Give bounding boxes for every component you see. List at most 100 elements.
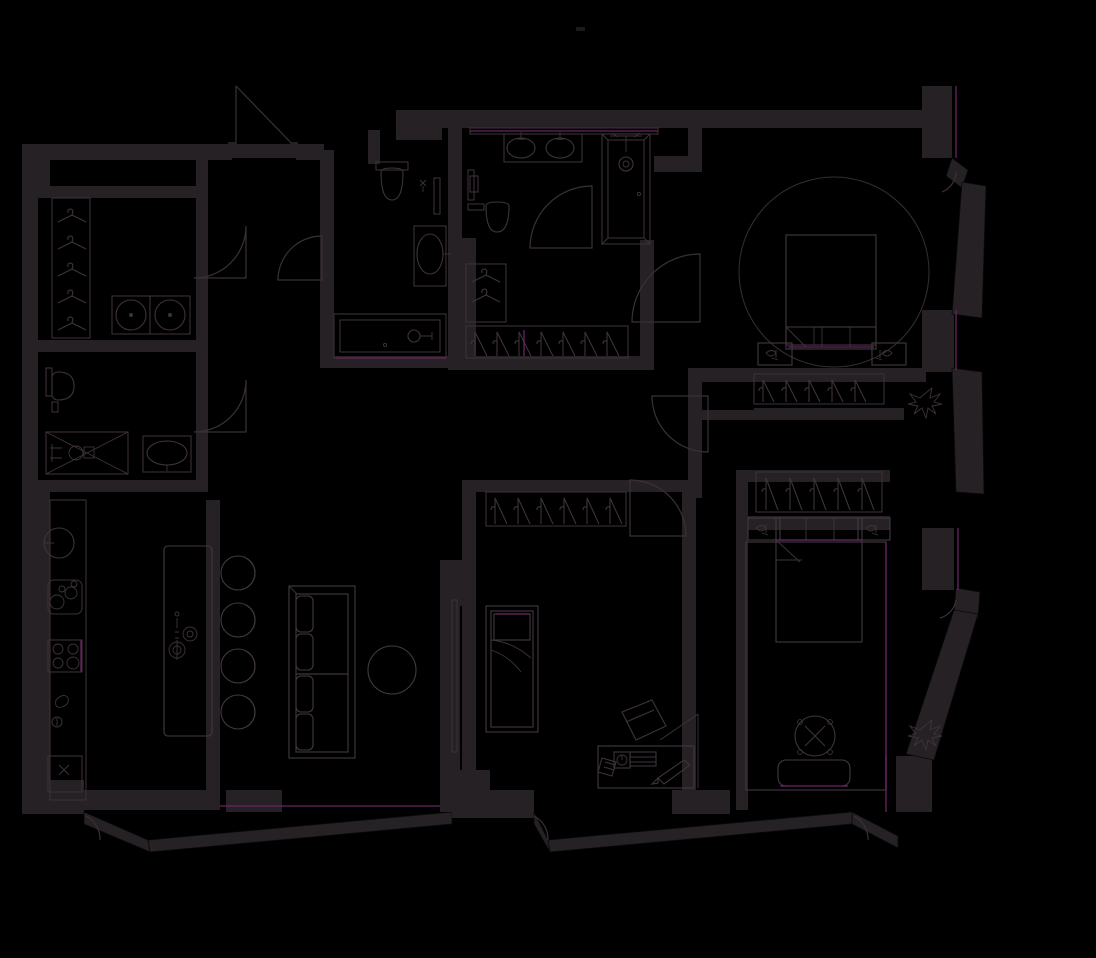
wall-west [22,144,38,814]
laundry-closet-fixtures [51,197,191,339]
garments-bed2 [490,497,623,525]
toilet-guest [51,371,75,401]
wall-north-jog [396,110,442,140]
wall-int-13 [640,240,654,370]
wall-int-21 [462,480,476,800]
wall-int-11 [448,128,462,368]
hall-door-swing[interactable] [631,253,701,323]
wall-entry-stub [296,144,324,160]
toilet-powder [380,167,404,201]
terrace-door-ne-swing[interactable] [941,171,957,193]
nightstand-right-bed3 [857,517,891,541]
wall-int-12 [448,356,648,370]
wall-int-10 [368,130,380,164]
shower-pan-guest [45,431,129,475]
living-dining-furniture [288,585,458,759]
sofa-cushion-4 [295,713,314,751]
round-area-rug-master [738,176,930,368]
entry-opening [232,144,302,158]
notebook-bed2 [597,757,617,777]
wall-int-1 [38,160,50,186]
bedroom-two-furniture [485,491,699,789]
ceiling-fan-bed3 [794,715,836,757]
wall-int-5 [196,352,208,492]
kitchen-fixtures [43,499,256,801]
kitchen-island [163,545,213,737]
potted-plant-kitchen [51,695,69,728]
towel-bar-powder [433,177,441,215]
wall-int-19 [754,408,904,420]
double-vanity-counter [503,133,583,163]
media-wall-detail [451,599,458,753]
wall-int-23 [682,480,696,800]
wall-int-20 [700,410,756,420]
wall-int-17 [688,368,702,498]
powder-room-fixtures [333,161,451,359]
bed-footboard-master [785,326,877,350]
nightstand-left-bed3 [747,517,781,541]
closet-rod-walkin [465,263,507,323]
walk-in-closet-fixtures [465,263,629,359]
laundry-door-swing[interactable] [193,225,247,279]
towel-ring-master [467,169,475,201]
wall-int-25 [748,470,890,482]
pier-northeast [922,86,952,158]
desk-chair-bed2 [621,699,667,741]
exterior-angle-3 [951,367,985,495]
guest-bath-door-swing[interactable] [193,379,247,433]
clothes-hangers-laundry [57,208,87,331]
master-bed-door-swing[interactable] [651,395,709,453]
garments-bed3 [761,477,875,511]
sectional-sofa [288,585,356,759]
balcony-door-west-swing[interactable] [85,815,101,841]
guest-bath-fixtures [45,367,192,475]
wall-kitchen-south [38,790,220,810]
wall-media-bottom [440,770,490,812]
bedroom-two-door-swing[interactable] [629,479,687,537]
nightstand-left-master [757,342,793,366]
sofa-cushion-2 [295,633,314,671]
wall-north [396,110,941,128]
wall-int-18 [690,368,926,382]
terrace-door-se-swing[interactable] [939,599,957,619]
exterior-angle-5 [905,609,979,761]
exterior-angle-south-5 [851,811,899,849]
master-bath-door-swing[interactable] [529,185,593,249]
balcony-door-east-swing[interactable] [853,815,869,841]
balcony-door-south-swing[interactable] [533,815,549,841]
potted-plant-bed3 [907,718,943,752]
entry-doors[interactable] [228,85,324,160]
toilet-flush-guest [51,401,59,413]
desk-bed2 [597,745,695,789]
powder-door-swing[interactable] [277,235,323,281]
closet-rod-laundry [51,197,91,339]
closet-rail-bed3 [755,471,883,513]
exterior-walls [22,86,987,853]
potted-plant-master [907,386,943,420]
clothes-hangers-walkin [471,268,501,303]
door-swings[interactable] [85,171,957,841]
round-coffee-table [367,645,417,695]
wall-int-3 [196,160,208,350]
mouse-pad-bed2 [613,751,631,769]
wall-int-4 [38,340,208,352]
vanity-powder [413,225,447,287]
sofa-cushion-1 [295,595,314,633]
master-bedroom-furniture [738,176,943,420]
north-note-mark [576,27,585,31]
counter-decor [47,579,83,615]
sofa-cushion-3 [295,675,314,713]
single-bed-bed2 [485,605,539,733]
master-bath-fixtures [467,127,659,245]
bar-stools-kitchen [220,555,256,730]
vanity-guest [142,435,192,473]
toilet-tank-powder [375,161,409,171]
closet-rail-bed2 [485,491,627,527]
garments-master [758,379,867,403]
wall-int-6 [38,480,208,492]
pier-south-2 [226,790,282,812]
shower-enclosure [601,133,651,245]
garment-rail-walkin [465,325,629,359]
